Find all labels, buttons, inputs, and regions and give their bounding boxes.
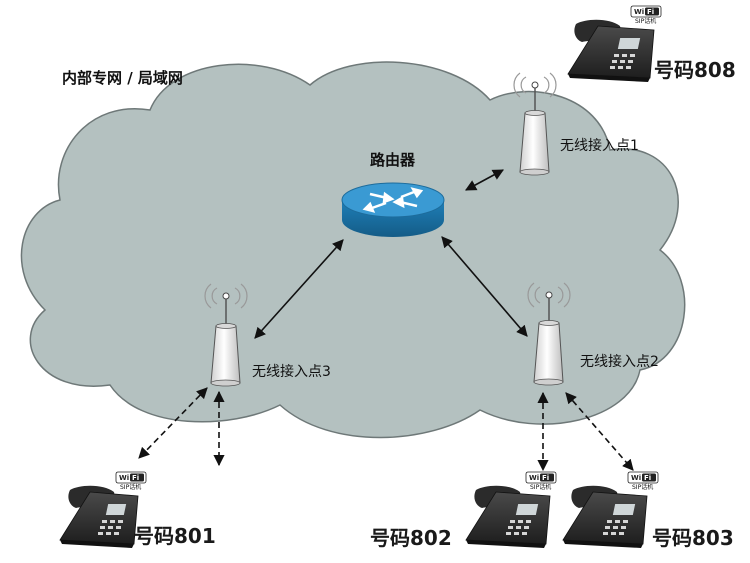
wifi-signal-icon — [527, 282, 571, 308]
wifi-badge: Wi Fi SIP话机 — [627, 471, 659, 491]
svg-text:SIP话机: SIP话机 — [632, 483, 653, 491]
phone-803-label: 号码803 — [652, 526, 734, 550]
network-label: 内部专网 / 局域网 — [62, 69, 183, 87]
link-router-ap1 — [465, 169, 504, 191]
svg-text:Wi: Wi — [631, 474, 641, 482]
router-arrows-icon — [362, 187, 424, 213]
wifi-signal-icon — [204, 283, 248, 309]
wifi-badge: Wi Fi SIP话机 — [115, 471, 147, 491]
svg-text:SIP话机: SIP话机 — [120, 483, 141, 491]
sip-phone-808: Wi Fi SIP话机 — [567, 5, 662, 82]
svg-text:Wi: Wi — [634, 8, 644, 16]
phone-802-label: 号码802 — [370, 526, 452, 550]
access-point-1 — [513, 72, 557, 176]
svg-text:SIP话机: SIP话机 — [635, 17, 656, 25]
access-point-3-label: 无线接入点3 — [252, 363, 331, 380]
wireless-link-ap3-801 — [138, 387, 208, 459]
phone-808-label: 号码808 — [654, 58, 736, 82]
access-point-1-label: 无线接入点1 — [560, 137, 639, 154]
svg-text:Fi: Fi — [644, 474, 651, 482]
network-cloud — [20, 61, 686, 439]
svg-text:Wi: Wi — [119, 474, 129, 482]
svg-text:Wi: Wi — [529, 474, 539, 482]
wireless-link-ap2-803 — [565, 392, 634, 471]
access-point-2-label: 无线接入点2 — [580, 353, 659, 370]
wifi-badge: Wi Fi SIP话机 — [630, 5, 662, 25]
wifi-signal-icon — [513, 72, 557, 98]
sip-phone-801: Wi Fi SIP话机 — [59, 471, 147, 548]
sip-phone-802: Wi Fi SIP话机 — [465, 471, 557, 548]
access-point-3 — [204, 283, 248, 387]
sip-phone-803: Wi Fi SIP话机 — [562, 471, 659, 548]
svg-text:Fi: Fi — [542, 474, 549, 482]
svg-text:SIP话机: SIP话机 — [530, 483, 551, 491]
link-router-ap2 — [441, 236, 528, 337]
access-point-2 — [527, 282, 571, 386]
svg-text:Fi: Fi — [132, 474, 139, 482]
router-label: 路由器 — [370, 151, 416, 169]
svg-text:Fi: Fi — [647, 8, 654, 16]
wifi-badge: Wi Fi SIP话机 — [525, 471, 557, 491]
router — [341, 182, 445, 237]
link-router-ap3 — [254, 239, 344, 339]
phone-801-label: 号码801 — [134, 524, 216, 548]
